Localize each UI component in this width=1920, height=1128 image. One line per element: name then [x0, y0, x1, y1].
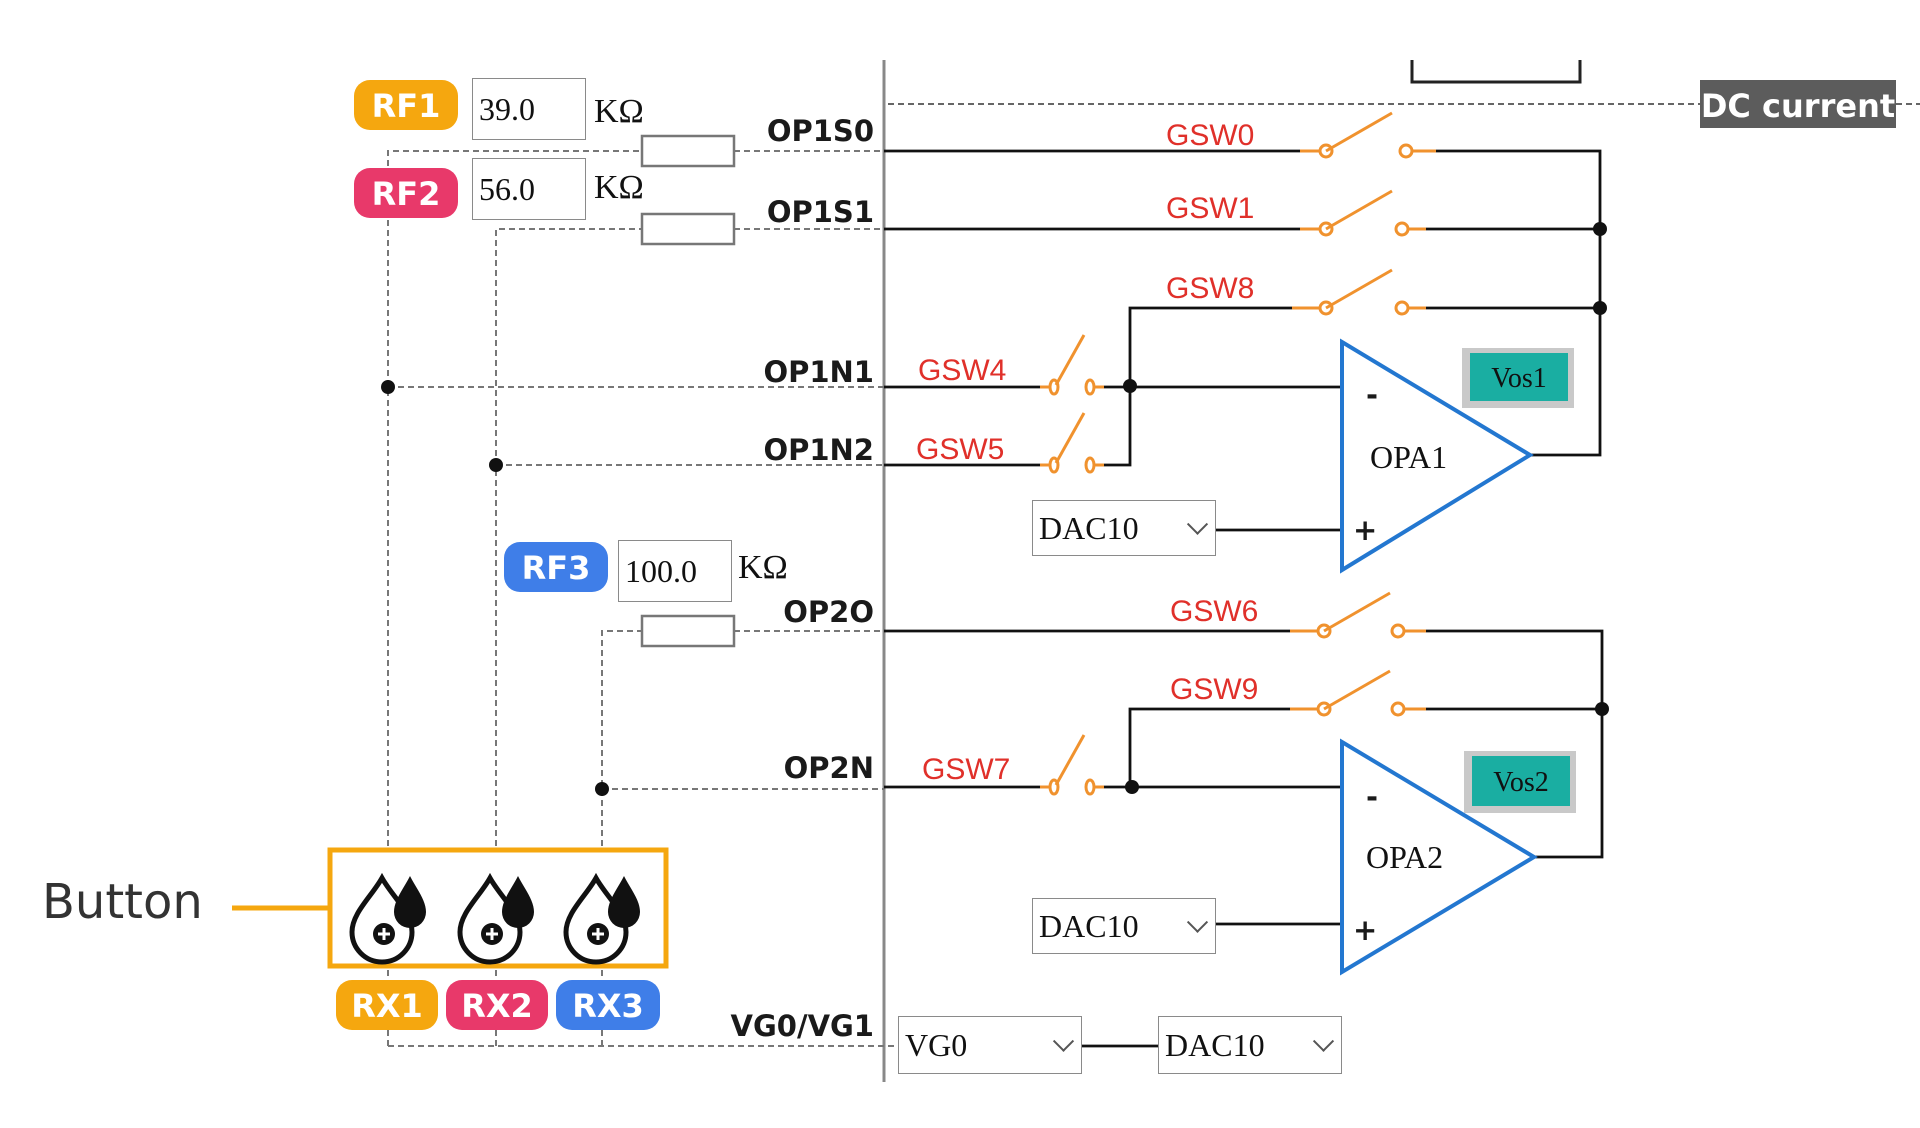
rf1-unit: KΩ [594, 93, 644, 130]
vg-dac-select[interactable]: DAC10 [1158, 1016, 1342, 1074]
switch-gsw0[interactable] [1300, 111, 1436, 159]
label-op2o: OP2O [783, 595, 874, 629]
vg-select-value: VG0 [905, 1026, 968, 1063]
opa2-dac-value: DAC10 [1039, 907, 1139, 944]
label-op1s1: OP1S1 [767, 195, 874, 229]
gsw5-label: GSW5 [916, 433, 1004, 466]
switch-gsw6[interactable] [1290, 591, 1426, 639]
rf3-tag-label: RF3 [522, 549, 591, 587]
chevron-down-icon [1186, 911, 1209, 933]
resistor-rf3 [640, 614, 736, 648]
rf2-tag-label: RF2 [372, 175, 441, 213]
resistor-rf1 [640, 134, 736, 168]
rf2-value-input[interactable] [472, 158, 586, 220]
opa2-label: OPA2 [1366, 839, 1443, 875]
rf1-tag-label: RF1 [372, 87, 441, 125]
switch-gsw5[interactable] [1040, 412, 1104, 474]
rf1-tag [354, 80, 458, 130]
rx3-tag-label: RX3 [572, 987, 644, 1025]
opa2-dac-select[interactable]: DAC10 [1032, 898, 1216, 954]
gsw8-label: GSW8 [1166, 272, 1254, 305]
label-op1n2: OP1N2 [763, 433, 874, 467]
vg-dac-value: DAC10 [1165, 1026, 1265, 1063]
rx3-tag [556, 980, 660, 1030]
opa1-label: OPA1 [1370, 439, 1447, 475]
switch-gsw4[interactable] [1040, 334, 1104, 396]
vos1-button[interactable] [1470, 353, 1568, 401]
opa1-dac-select[interactable]: DAC10 [1032, 500, 1216, 556]
rf1-value-input[interactable] [472, 78, 586, 140]
switch-gsw8[interactable] [1292, 268, 1426, 316]
chevron-down-icon [1186, 513, 1209, 535]
vos2-button[interactable] [1472, 756, 1570, 806]
gsw6-label: GSW6 [1170, 595, 1258, 628]
rf2-unit: KΩ [594, 169, 644, 206]
rf3-unit: KΩ [738, 549, 788, 586]
gsw0-label: GSW0 [1166, 119, 1254, 152]
rx1-tag [336, 980, 438, 1030]
rf2-tag [354, 168, 458, 218]
vos2-label: Vos2 [1493, 767, 1549, 798]
label-op2n: OP2N [784, 751, 874, 785]
switch-gsw1[interactable] [1300, 189, 1426, 237]
gsw7-label: GSW7 [922, 753, 1010, 786]
vg-select[interactable]: VG0 [898, 1016, 1082, 1074]
chevron-down-icon [1052, 1030, 1075, 1052]
opa2-plus: + [1353, 913, 1377, 947]
dc-current-label: DC current [1701, 87, 1895, 125]
opa1-minus: - [1366, 378, 1378, 412]
rf3-value-input[interactable] [618, 540, 732, 602]
callout-label: Button [42, 874, 203, 930]
opa2-minus: - [1366, 780, 1378, 814]
switch-gsw9[interactable] [1290, 669, 1426, 717]
opa1-dac-value: DAC10 [1039, 509, 1139, 546]
label-op1s0: OP1S0 [767, 114, 874, 148]
opa2-symbol [1340, 738, 1538, 976]
opa1-symbol [1340, 338, 1534, 574]
rx1-tag-label: RX1 [351, 987, 423, 1025]
label-vg: VG0/VG1 [731, 1009, 874, 1043]
rx2-tag-label: RX2 [461, 987, 533, 1025]
vos1-label: Vos1 [1491, 363, 1547, 394]
switch-gsw7[interactable] [1040, 734, 1104, 796]
rx2-tag [446, 980, 548, 1030]
resistor-rf2 [640, 212, 736, 246]
opa1-plus: + [1353, 513, 1377, 547]
gsw1-label: GSW1 [1166, 192, 1254, 225]
chevron-down-icon [1312, 1030, 1335, 1052]
gsw4-label: GSW4 [918, 354, 1006, 387]
rf3-tag [504, 542, 608, 592]
label-op1n1: OP1N1 [763, 355, 874, 389]
gsw9-label: GSW9 [1170, 673, 1258, 706]
dc-current-box [1700, 80, 1896, 128]
